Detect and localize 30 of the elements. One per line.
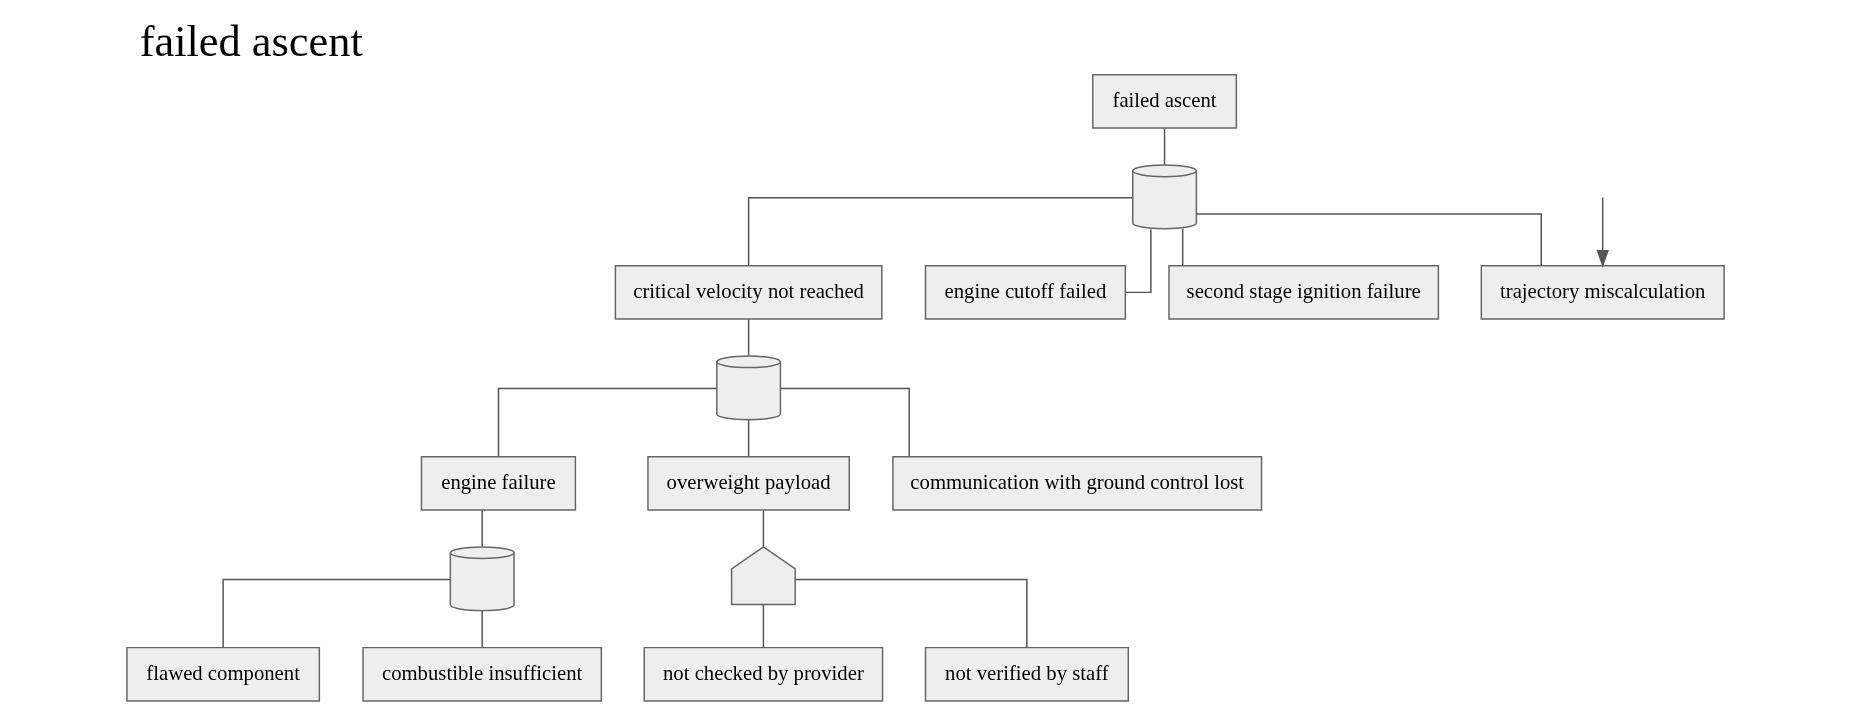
connector: [795, 578, 1028, 649]
connector: [1181, 227, 1184, 267]
node-box: communication with ground control lost: [892, 455, 1263, 511]
node-box: flawed component: [126, 646, 321, 702]
connector: [762, 509, 765, 548]
connector: [747, 419, 750, 457]
connector: [481, 509, 483, 548]
connector: [1163, 127, 1166, 166]
connector: [1195, 213, 1542, 267]
connector: [747, 318, 750, 357]
connector: [747, 196, 1134, 267]
node-box: engine cutoff failed: [924, 265, 1127, 320]
node-box: engine failure: [420, 455, 577, 511]
node-box: not verified by staff: [924, 646, 1130, 702]
node-dome: [730, 546, 796, 606]
connector: [762, 604, 765, 649]
node-box: critical velocity not reached: [614, 265, 883, 320]
node-box: combustible insufficient: [362, 646, 603, 702]
connector: [1124, 228, 1152, 294]
connector: [780, 387, 910, 458]
node-box: trajectory miscalculation: [1480, 265, 1725, 320]
diagram-title: failed ascent: [139, 15, 363, 66]
node-box: second stage ignition failure: [1168, 265, 1440, 320]
node-box: overweight payload: [647, 455, 850, 511]
arrow: [1596, 196, 1609, 268]
connector: [497, 387, 718, 458]
connector: [481, 610, 483, 648]
node-box: failed ascent: [1092, 74, 1238, 129]
node-box: not checked by provider: [643, 646, 884, 702]
connector: [222, 578, 451, 649]
